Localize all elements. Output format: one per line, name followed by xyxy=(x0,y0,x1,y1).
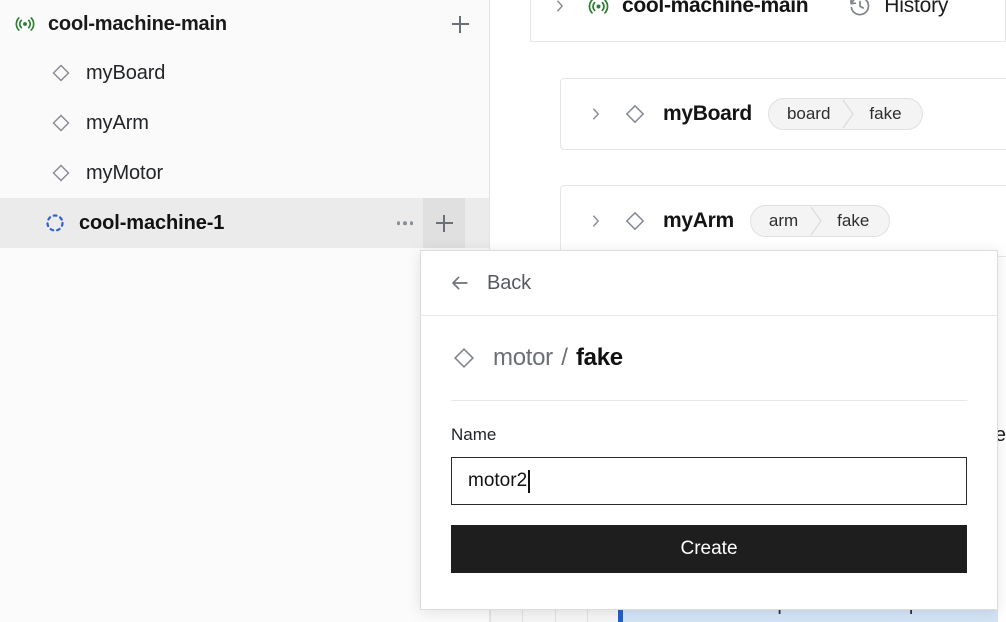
sidebar: cool-machine-main myBoard myArm myMotor xyxy=(0,0,490,622)
create-button[interactable]: Create xyxy=(451,525,967,573)
sidebar-item-myboard[interactable]: myBoard xyxy=(0,48,489,98)
plus-icon xyxy=(435,214,453,232)
modal-form: Name motor2 Create xyxy=(421,401,997,573)
subject-type: motor xyxy=(493,344,553,371)
back-button[interactable]: Back xyxy=(449,272,531,295)
part-name: myBoard xyxy=(663,102,752,125)
broadcast-icon xyxy=(588,0,609,14)
sidebar-item-cool-machine-1[interactable]: cool-machine-1 xyxy=(0,198,489,248)
history-label: History xyxy=(884,0,949,17)
diamond-icon xyxy=(453,347,475,369)
modal-subject: motor / fake xyxy=(451,316,967,401)
chip-model-label: fake xyxy=(837,211,870,230)
dot xyxy=(403,221,407,225)
part-type-chip: board fake xyxy=(767,98,923,130)
back-label: Back xyxy=(487,271,532,294)
chevron-right-icon[interactable] xyxy=(589,214,603,228)
dot xyxy=(396,221,400,225)
part-name: myArm xyxy=(663,209,734,232)
panel-header: cool-machine-main History xyxy=(530,0,1006,42)
diamond-icon xyxy=(52,164,70,182)
diamond-icon xyxy=(52,114,70,132)
dot xyxy=(409,221,413,225)
modal-subject-text: motor / fake xyxy=(493,344,623,372)
subject-model: fake xyxy=(575,344,623,371)
broadcast-icon xyxy=(15,17,35,31)
part-card-myboard[interactable]: myBoard board fake xyxy=(560,78,1006,150)
chip-model-label: fake xyxy=(869,104,902,123)
history-button[interactable]: History xyxy=(848,0,948,18)
modal-topbar: Back xyxy=(421,251,997,316)
sidebar-item-mymotor[interactable]: myMotor xyxy=(0,148,489,198)
more-options-button[interactable] xyxy=(393,215,418,231)
part-type-chip: arm fake xyxy=(749,205,891,237)
diamond-icon xyxy=(52,64,70,82)
sidebar-machine-label: cool-machine-1 xyxy=(79,211,225,234)
add-part-button[interactable] xyxy=(447,11,473,37)
chevron-right-icon[interactable] xyxy=(589,107,603,121)
name-input-value: motor2 xyxy=(468,470,528,491)
chip-divider xyxy=(810,206,822,236)
history-icon xyxy=(850,0,870,16)
chip-chevron-icon xyxy=(810,206,822,236)
sidebar-item-label: myArm xyxy=(86,111,149,134)
chip-divider xyxy=(842,99,855,129)
arrow-left-icon xyxy=(452,276,468,290)
chevron-right-icon[interactable] xyxy=(553,0,567,13)
subject-separator: / xyxy=(561,344,568,371)
sidebar-item-label: myBoard xyxy=(86,61,166,84)
sidebar-item-label: myMotor xyxy=(86,161,164,184)
sidebar-root-label: cool-machine-main xyxy=(48,12,227,35)
add-button[interactable] xyxy=(423,198,465,248)
sidebar-item-myarm[interactable]: myArm xyxy=(0,98,489,148)
chip-chevron-icon xyxy=(842,99,855,129)
panel-title: cool-machine-main xyxy=(622,0,809,17)
dashed-circle-icon xyxy=(46,214,64,232)
part-card-myarm[interactable]: myArm arm fake xyxy=(560,185,1006,257)
sidebar-root-machine[interactable]: cool-machine-main xyxy=(0,0,489,48)
text-cursor xyxy=(528,469,530,493)
name-input[interactable]: motor2 xyxy=(451,457,967,505)
create-part-modal: Back motor / fake Name motor2 Create xyxy=(420,250,998,610)
background-edge-text: e xyxy=(994,424,1006,446)
name-field-label: Name xyxy=(451,425,497,444)
plus-icon xyxy=(451,15,469,33)
diamond-icon xyxy=(625,211,645,231)
diamond-icon xyxy=(625,104,645,124)
chip-type-label: board xyxy=(786,104,831,123)
chip-type-label: arm xyxy=(768,211,799,230)
sidebar-empty-area xyxy=(0,249,489,622)
